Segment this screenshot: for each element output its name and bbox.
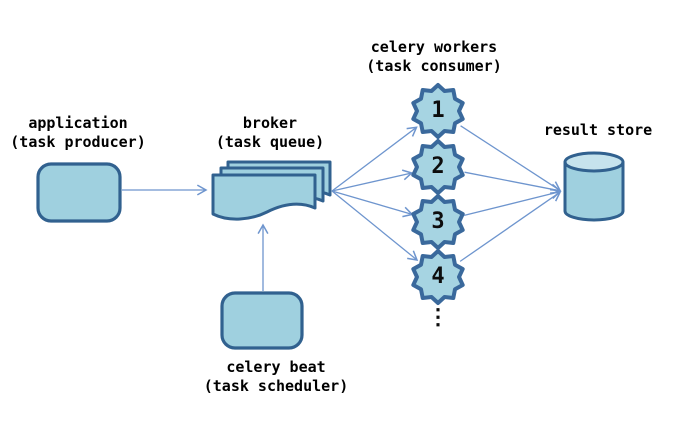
broker-doc-stack	[211, 160, 332, 221]
worker-1-number: 1	[431, 98, 445, 123]
application-label-line2: (task producer)	[10, 133, 146, 151]
result-store-label: result store	[543, 121, 653, 139]
broker-label-line1: broker	[242, 114, 298, 132]
application-label: application(task producer)	[10, 114, 145, 152]
cylinder-top	[563, 151, 625, 173]
broker-label: broker(task queue)	[216, 114, 324, 152]
worker-2-number: 2	[431, 154, 445, 179]
broker-label-line2: (task queue)	[215, 133, 325, 151]
edges-layer	[122, 125, 562, 291]
workers-ellipsis: ⋮	[427, 305, 449, 330]
application-box	[36, 162, 122, 223]
cylinder-body	[563, 162, 625, 222]
arrow-broker-to-worker-2	[331, 169, 414, 192]
celery-beat-box	[220, 291, 304, 350]
worker-3-number: 3	[431, 209, 445, 234]
arrow-broker-to-worker-3	[331, 190, 414, 218]
arrow-broker-to-worker-4	[331, 190, 419, 261]
arrow-worker-3-to-store	[464, 188, 562, 217]
arrow-worker-4-to-store	[459, 191, 562, 262]
workers-label: celery workers(task consumer)	[366, 38, 501, 76]
celery-beat-label-line1: celery beat	[226, 358, 326, 376]
celery-beat-label: celery beat(task scheduler)	[204, 358, 349, 396]
workers-label-line2: (task consumer)	[366, 57, 502, 75]
broker-doc-front	[211, 173, 317, 221]
application-label-line1: application	[28, 114, 128, 132]
arrow-worker-2-to-store	[464, 171, 562, 195]
workers-label-line1: celery workers	[370, 38, 498, 56]
arrow-worker-1-to-store	[460, 125, 562, 192]
arrow-broker-to-worker-1	[331, 126, 418, 192]
celery-beat-label-line2: (task scheduler)	[203, 377, 349, 395]
result-store-cylinder	[563, 151, 625, 222]
worker-4-number: 4	[431, 264, 445, 289]
